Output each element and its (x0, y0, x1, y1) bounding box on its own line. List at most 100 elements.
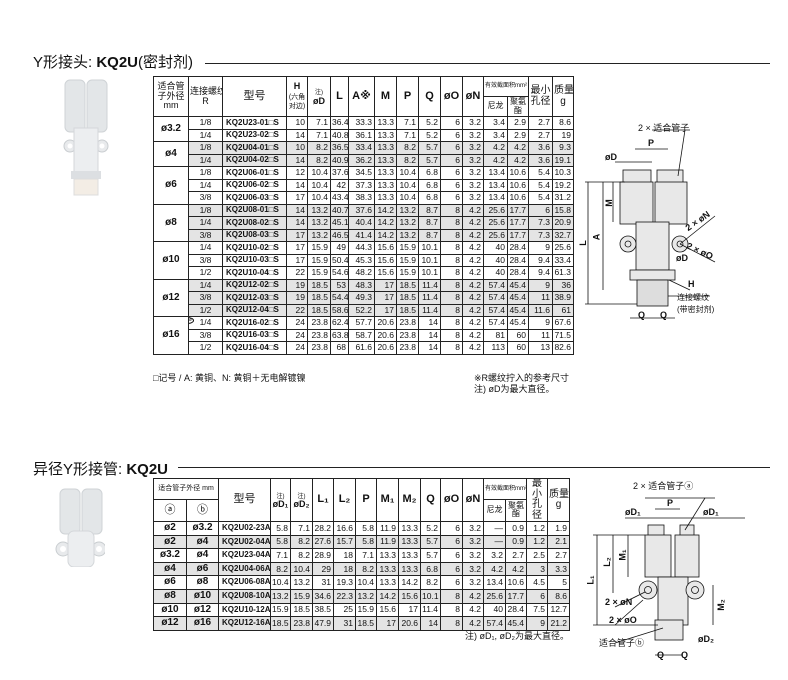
spec-cell: 5 (547, 575, 571, 590)
spec-cell: 71.5 (552, 328, 574, 342)
spec-cell: 1.2 (526, 521, 549, 536)
spec-cell: 7.1 (290, 521, 314, 536)
header-p: P (355, 478, 378, 522)
spec-cell: 8.2 (420, 575, 442, 590)
label-m: M (603, 199, 614, 207)
spec-cell: 13.3 (374, 141, 397, 155)
spec-cell: 57.4 (483, 291, 508, 305)
spec-cell: 40 (483, 602, 507, 618)
header-model: 型号 (222, 76, 287, 117)
spec-cell: 19.2 (552, 178, 574, 192)
spec-cell: 54.4 (330, 291, 349, 305)
tube-size-cell: ø16 (153, 316, 189, 355)
spec-cell: 28.2 (312, 521, 335, 536)
header-h-sub: (六角对边) (288, 93, 306, 111)
spec-cell: 13.2 (396, 203, 419, 217)
spec-cell: 19 (286, 278, 308, 292)
spec-cell: 18.5 (270, 616, 292, 631)
spec-cell: 6 (440, 561, 464, 577)
tube-size: ø12 (162, 291, 180, 303)
model-number: KQ2U04-01□S (222, 141, 287, 155)
spec-cell: 2.9 (507, 128, 529, 142)
spec-cell: 13.3 (374, 178, 397, 192)
spec-cell: 60 (507, 328, 529, 342)
spec-cell: 3.2 (462, 141, 484, 155)
tube-size-cell: ø8 (153, 203, 189, 242)
header-m1: M₁ (376, 478, 400, 522)
spec-cell: 6 (440, 116, 463, 130)
label-h: H (688, 279, 695, 289)
spec-cell: 18.5 (290, 602, 314, 618)
spec-cell: 1/4 (188, 216, 223, 230)
spec-cell: 13.2 (355, 588, 378, 604)
tube-size: ø4 (185, 534, 220, 550)
tube-size: ø6 (153, 575, 187, 590)
label-m2: M₂ (715, 599, 726, 611)
spec-cell: 33.4 (552, 253, 574, 267)
spec-cell: 47.9 (312, 616, 335, 631)
spec-cell: 14 (286, 178, 308, 192)
header-h-label: H (293, 81, 301, 92)
spec-cell: 7.1 (307, 128, 331, 142)
spec-cell: 8 (440, 278, 463, 292)
spec-cell: 11.9 (376, 521, 400, 536)
spec-cell: 20.6 (398, 616, 422, 631)
spec-cell: 13.3 (398, 534, 422, 550)
header-l2: L₂ (333, 478, 357, 522)
drawing-lines (593, 497, 745, 656)
spec-cell: 1/8 (188, 141, 223, 155)
spec-cell: 113 (483, 341, 508, 355)
title-rule (178, 467, 770, 468)
label-d1-left: øD₁ (625, 507, 641, 517)
spec-cell: 1/4 (188, 241, 223, 255)
spec-cell: 14.2 (374, 216, 397, 230)
spec-cell: 45.1 (330, 216, 349, 230)
spec-cell: 50.4 (330, 253, 349, 267)
label-d: øD (605, 152, 617, 162)
header-o: øO (440, 478, 464, 522)
spec-cell: 1.9 (547, 521, 571, 536)
spec-cell: 31.2 (552, 191, 574, 205)
spec-cell: 18 (333, 548, 357, 563)
spec-cell: 34.6 (312, 588, 335, 604)
spec-cell: 46.5 (330, 228, 349, 242)
spec-cell: 40 (483, 253, 508, 267)
spec-cell: 14 (418, 328, 441, 342)
spec-cell: 18.5 (396, 291, 419, 305)
header-polyurethane: 聚氨酯 (505, 498, 528, 523)
spec-cell: 8 (440, 316, 463, 330)
spec-cell: 23.8 (290, 616, 314, 631)
material-note: □记号 / A: 黄铜、N: 黄铜＋无电解镀镍 (153, 373, 306, 383)
spec-cell: 1/4 (188, 128, 223, 142)
header-mass-label: 质量 (549, 488, 570, 500)
spec-cell: 4.2 (462, 303, 484, 317)
header-n: øN (462, 478, 485, 522)
spec-cell: 14 (286, 216, 308, 230)
spec-cell: 1/8 (188, 116, 223, 130)
spec-cell: 9 (528, 278, 553, 292)
spec-cell: 3.2 (462, 534, 485, 550)
spec-cell: 3.6 (528, 141, 553, 155)
spec-cell: 4.5 (526, 575, 549, 590)
spec-cell: 15.9 (396, 241, 419, 255)
spec-cell: 14 (418, 341, 441, 355)
spec-cell: 8.6 (552, 116, 574, 130)
tube-size: ø2 (153, 534, 187, 550)
tube-size: ø10 (185, 588, 220, 604)
spec-cell: 4.2 (483, 153, 508, 167)
spec-cell: 13.3 (374, 128, 397, 142)
spec-cell: 15.6 (398, 588, 422, 604)
spec-cell: 40.8 (330, 128, 349, 142)
spec-cell: 5.8 (270, 534, 292, 550)
kq2u-dimension-drawing: 2 × 适合管子 P øD M A L 2 × øN 2 × øO øD H 连… (578, 110, 740, 330)
